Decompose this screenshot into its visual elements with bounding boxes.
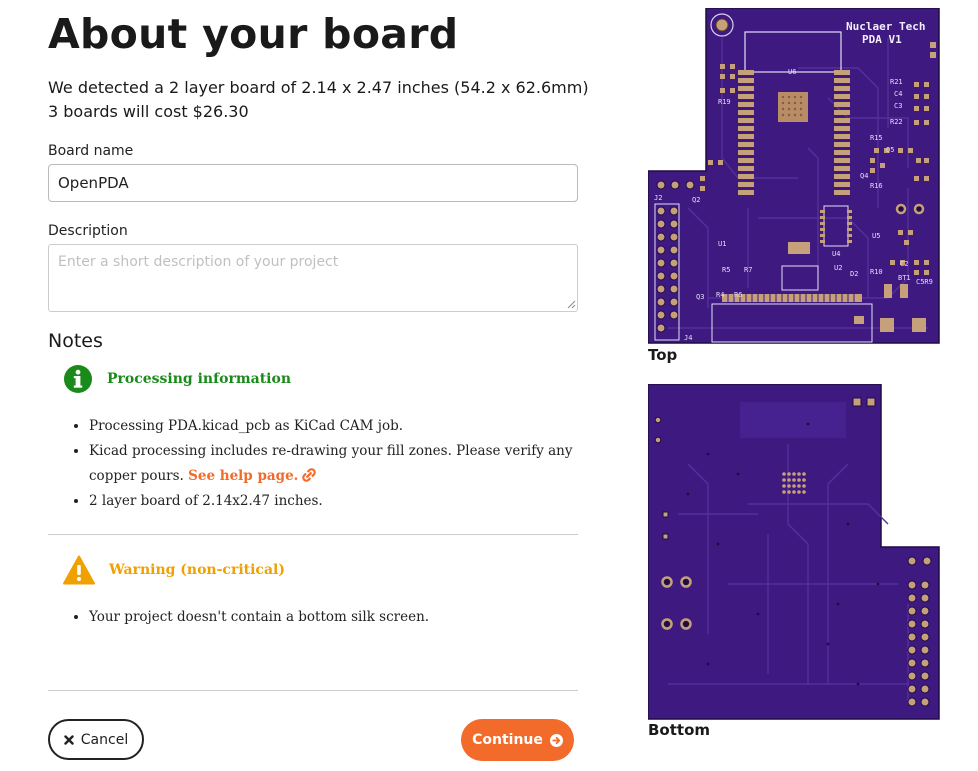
svg-text:R6: R6: [734, 291, 742, 299]
svg-text:C5R9: C5R9: [916, 278, 933, 286]
svg-text:C2: C2: [900, 260, 908, 268]
svg-text:U2: U2: [834, 264, 842, 272]
svg-text:PDA V1: PDA V1: [862, 33, 902, 46]
list-item: 2 layer board of 2.14x2.47 inches.: [89, 489, 579, 514]
svg-text:U1: U1: [718, 240, 726, 248]
bottom-caption: Bottom: [648, 721, 711, 739]
warning-list: Your project doesn't contain a bottom si…: [72, 605, 579, 630]
svg-text:R5: R5: [722, 266, 730, 274]
warning-triangle-icon: [63, 555, 95, 585]
svg-text:R21: R21: [890, 78, 903, 86]
svg-text:Nuclaer Tech: Nuclaer Tech: [846, 20, 925, 33]
svg-text:R10: R10: [870, 268, 883, 276]
processing-info-title: Processing information: [107, 371, 292, 387]
board-name-label: Board name: [48, 143, 134, 159]
board-dimensions-text: We detected a 2 layer board of 2.14 x 2.…: [48, 78, 589, 97]
top-caption: Top: [648, 346, 678, 364]
svg-text:U4: U4: [832, 250, 840, 258]
svg-text:J4: J4: [684, 334, 692, 342]
svg-text:R4: R4: [716, 291, 724, 299]
svg-text:U6: U6: [788, 68, 796, 76]
arrow-right-icon: [549, 733, 563, 747]
resize-grip-icon[interactable]: [567, 300, 576, 309]
notes-heading: Notes: [48, 330, 103, 352]
svg-text:R16: R16: [870, 182, 883, 190]
board-bottom-preview: [648, 384, 940, 720]
help-page-link[interactable]: See help page.: [188, 468, 317, 484]
svg-text:R22: R22: [890, 118, 903, 126]
link-icon: [302, 468, 317, 482]
list-item: Processing PDA.kicad_pcb as KiCad CAM jo…: [89, 414, 579, 439]
warning-title: Warning (non-critical): [109, 562, 285, 578]
processing-info-header: Processing information: [63, 364, 291, 394]
svg-text:U5: U5: [872, 232, 880, 240]
info-circle-icon: [64, 365, 92, 393]
svg-text:C4: C4: [894, 90, 902, 98]
svg-text:BT1: BT1: [898, 274, 911, 282]
continue-button[interactable]: Continue: [461, 719, 574, 761]
description-textarea[interactable]: [48, 244, 578, 312]
svg-text:C3: C3: [894, 102, 902, 110]
board-cost-text: 3 boards will cost $26.30: [48, 102, 249, 121]
cancel-button[interactable]: Cancel: [48, 719, 144, 760]
cancel-label: Cancel: [80, 731, 129, 748]
svg-text:R19: R19: [718, 98, 731, 106]
warning-header: Warning (non-critical): [63, 555, 285, 585]
board-top-preview: U6 Nuclaer Tech PDA V1: [648, 8, 940, 344]
page-title: About your board: [48, 10, 459, 58]
board-detection-summary: We detected a 2 layer board of 2.14 x 2.…: [48, 76, 589, 124]
processing-info-list: Processing PDA.kicad_pcb as KiCad CAM jo…: [72, 414, 579, 514]
svg-text:J2: J2: [654, 194, 662, 202]
divider: [48, 690, 578, 691]
svg-text:R15: R15: [870, 134, 883, 142]
description-label: Description: [48, 223, 128, 239]
continue-label: Continue: [472, 732, 543, 748]
svg-text:Q3: Q3: [696, 293, 704, 301]
svg-text:Q2: Q2: [692, 196, 700, 204]
close-icon: [64, 734, 74, 745]
svg-text:R7: R7: [744, 266, 752, 274]
list-item: Your project doesn't contain a bottom si…: [89, 605, 579, 630]
svg-text:D2: D2: [850, 270, 858, 278]
divider: [48, 534, 578, 535]
board-name-input[interactable]: [48, 164, 578, 202]
list-item: Kicad processing includes re-drawing you…: [89, 439, 579, 489]
svg-text:Q4: Q4: [860, 172, 868, 180]
svg-text:Q5: Q5: [886, 146, 894, 154]
